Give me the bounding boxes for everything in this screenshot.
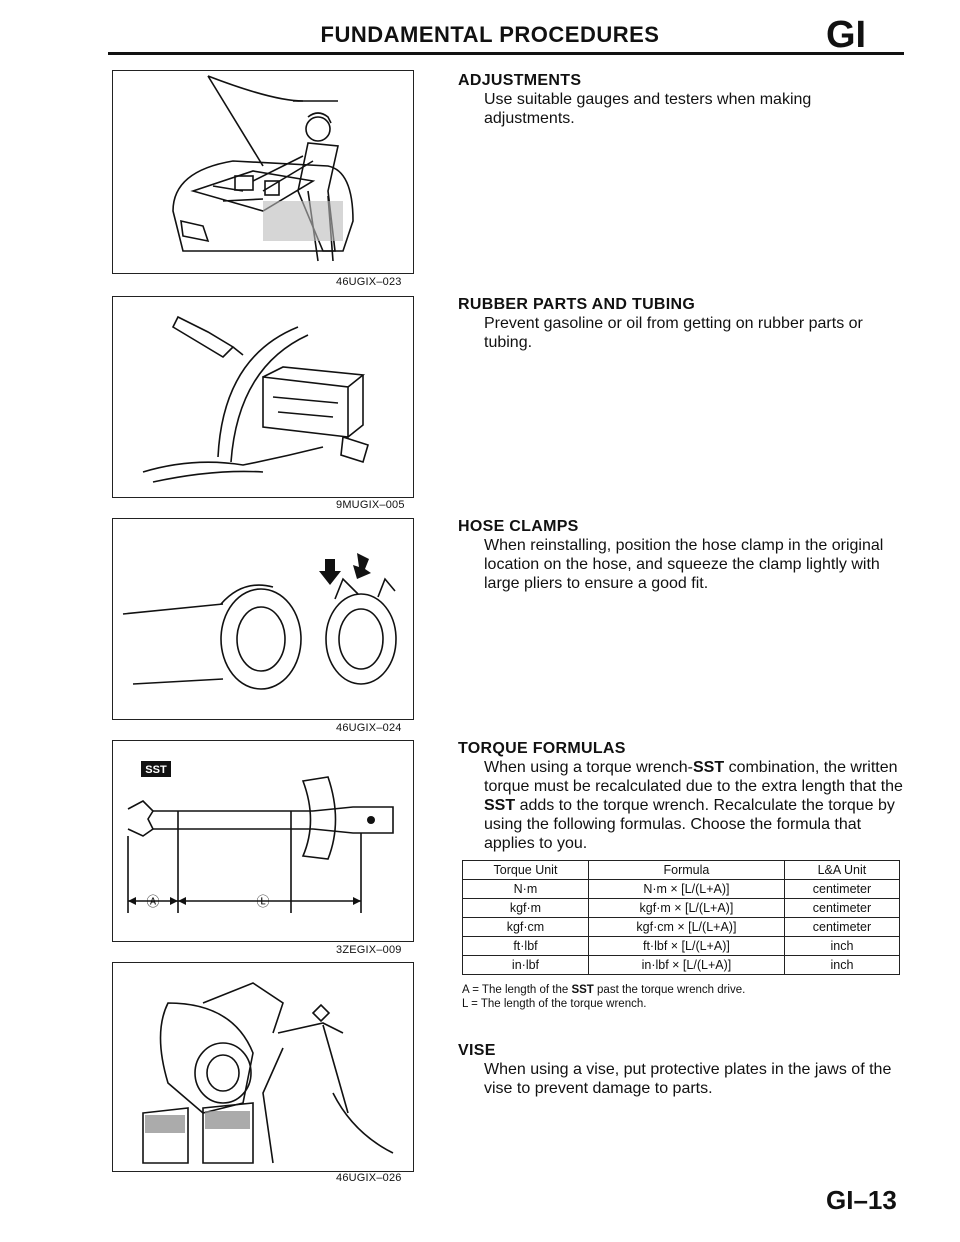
section-body: When using a torque wrench-SST combinati…	[484, 759, 903, 852]
figure-code: 46UGIX–023	[336, 276, 402, 288]
section-body: When reinstalling, position the hose cla…	[484, 537, 884, 592]
oil-can-tube-illustration	[142, 315, 369, 483]
page-title: FUNDAMENTAL PROCEDURES	[320, 22, 660, 47]
figure-code: 46UGIX–024	[336, 722, 402, 734]
figure-code: 46UGIX–026	[336, 1172, 402, 1184]
section-adjustments: ADJUSTMENTS Use suitable gauges and test…	[458, 72, 903, 128]
vise-hammer-illustration	[142, 982, 394, 1164]
figure-code: 3ZEGIX–009	[336, 944, 402, 956]
column-header: Formula	[587, 860, 785, 880]
column-header: Torque Unit	[462, 860, 589, 880]
table-cell: inch	[783, 936, 901, 956]
figure-adjustments	[112, 70, 414, 274]
section-body: Use suitable gauges and testers when mak…	[484, 91, 812, 127]
section-heading: RUBBER PARTS AND TUBING	[458, 296, 696, 313]
figure-code: 9MUGIX–005	[336, 499, 405, 511]
table-cell: in·lbf	[462, 955, 589, 975]
section-heading: TORQUE FORMULAS	[458, 740, 626, 757]
section-code: GI	[826, 14, 867, 56]
section-rubber-parts: RUBBER PARTS AND TUBING Prevent gasoline…	[458, 296, 903, 352]
table-cell: N·m	[462, 879, 589, 899]
dimension-a-label: Ⓐ	[146, 895, 159, 910]
torque-formula-table: Torque Unit Formula L&A Unit N·m N·m × […	[462, 860, 901, 975]
section-torque-formulas: TORQUE FORMULAS When using a torque wren…	[458, 740, 903, 853]
note-l: L = The length of the torque wrench.	[462, 998, 647, 1010]
table-cell: kgf·cm × [L/(L+A)]	[587, 917, 785, 937]
torque-wrench-sst-illustration: SST Ⓐ Ⓛ	[127, 761, 394, 913]
table-cell: centimeter	[783, 879, 901, 899]
header-rule	[108, 52, 904, 55]
hose-clamp-illustration	[122, 553, 397, 690]
table-cell: N·m × [L/(L+A)]	[587, 879, 785, 899]
sst-badge: SST	[145, 764, 167, 776]
dimension-l-label: Ⓛ	[256, 895, 269, 910]
section-heading: VISE	[458, 1042, 496, 1059]
table-row: in·lbf in·lbf × [L/(L+A)] inch	[462, 955, 901, 975]
table-header-row: Torque Unit Formula L&A Unit	[462, 860, 901, 880]
figure-vise	[112, 962, 414, 1172]
table-cell: centimeter	[783, 917, 901, 937]
note-a: A = The length of the SST past the torqu…	[462, 984, 746, 996]
figure-torque-wrench: SST Ⓐ Ⓛ	[112, 740, 414, 942]
section-body: When using a vise, put protective plates…	[484, 1061, 892, 1097]
section-heading: HOSE CLAMPS	[458, 518, 579, 535]
section-heading: ADJUSTMENTS	[458, 72, 582, 89]
section-vise: VISE When using a vise, put protective p…	[458, 1042, 903, 1098]
table-row: kgf·m kgf·m × [L/(L+A)] centimeter	[462, 898, 901, 918]
section-hose-clamps: HOSE CLAMPS When reinstalling, position …	[458, 518, 903, 593]
table-row: N·m N·m × [L/(L+A)] centimeter	[462, 879, 901, 899]
table-cell: ft·lbf	[462, 936, 589, 956]
figure-rubber-parts	[112, 296, 414, 498]
table-cell: ft·lbf × [L/(L+A)]	[587, 936, 785, 956]
table-notes: A = The length of the SST past the torqu…	[462, 983, 745, 1011]
table-cell: kgf·cm	[462, 917, 589, 937]
column-header: L&A Unit	[783, 860, 901, 880]
table-cell: kgf·m × [L/(L+A)]	[587, 898, 785, 918]
table-cell: inch	[783, 955, 901, 975]
table-cell: in·lbf × [L/(L+A)]	[587, 955, 785, 975]
table-cell: kgf·m	[462, 898, 589, 918]
table-row: ft·lbf ft·lbf × [L/(L+A)] inch	[462, 936, 901, 956]
section-body: Prevent gasoline or oil from getting on …	[484, 315, 863, 351]
table-row: kgf·cm kgf·cm × [L/(L+A)] centimeter	[462, 917, 901, 937]
figure-hose-clamp	[112, 518, 414, 720]
mechanic-engine-illustration	[172, 75, 354, 262]
page-number: GI–13	[826, 1185, 897, 1215]
table-cell: centimeter	[783, 898, 901, 918]
